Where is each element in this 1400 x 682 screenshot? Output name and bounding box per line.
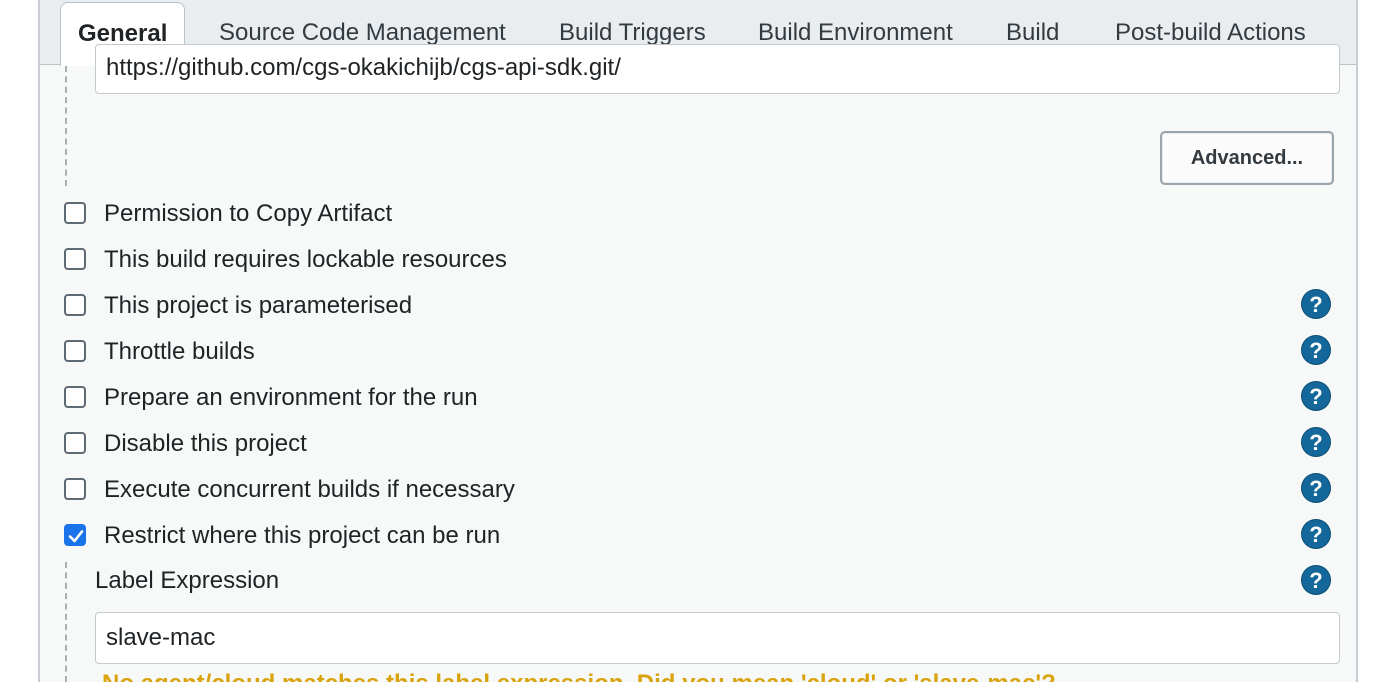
checkbox[interactable] <box>64 248 86 270</box>
subsection-guide-line <box>65 562 67 682</box>
checkbox[interactable] <box>64 294 86 316</box>
job-config-frame: General Source Code Management Build Tri… <box>38 0 1358 682</box>
tab-build-triggers[interactable]: Build Triggers <box>559 19 706 46</box>
help-icon[interactable]: ? <box>1302 566 1330 594</box>
help-icon[interactable]: ? <box>1302 382 1330 410</box>
help-icon[interactable]: ? <box>1302 474 1330 502</box>
section-guide-line <box>65 66 67 186</box>
option-label: This project is parameterised <box>104 292 413 319</box>
option-label: Disable this project <box>104 430 307 457</box>
checkbox[interactable] <box>64 340 86 362</box>
label-expression-input[interactable]: slave-mac <box>95 612 1340 664</box>
option-label: Restrict where this project can be run <box>104 522 501 549</box>
checkbox[interactable] <box>64 202 86 224</box>
checkbox[interactable] <box>64 432 86 454</box>
help-icon[interactable]: ? <box>1302 428 1330 456</box>
label-expression-label: Label Expression <box>95 567 280 594</box>
checkmark-icon <box>68 530 84 543</box>
checkbox[interactable] <box>64 386 86 408</box>
tab-build-environment[interactable]: Build Environment <box>758 19 953 46</box>
option-label: Prepare an environment for the run <box>104 384 478 411</box>
help-icon[interactable]: ? <box>1302 336 1330 364</box>
label-expression-warning: No agent/cloud matches this label expres… <box>102 670 1056 682</box>
tab-build[interactable]: Build <box>1006 19 1060 46</box>
option-label: Permission to Copy Artifact <box>104 200 393 227</box>
repository-url-input[interactable]: https://github.com/cgs-okakichijb/cgs-ap… <box>95 44 1340 94</box>
checkbox-checked[interactable] <box>64 524 86 546</box>
tab-post-build-actions[interactable]: Post-build Actions <box>1115 19 1306 46</box>
help-icon[interactable]: ? <box>1302 520 1330 548</box>
advanced-button[interactable]: Advanced... <box>1160 131 1334 185</box>
help-icon[interactable]: ? <box>1302 290 1330 318</box>
option-label: Execute concurrent builds if necessary <box>104 476 515 503</box>
option-label: This build requires lockable resources <box>104 246 507 273</box>
checkbox[interactable] <box>64 478 86 500</box>
option-label: Throttle builds <box>104 338 255 365</box>
tab-source-code-management[interactable]: Source Code Management <box>219 19 506 46</box>
